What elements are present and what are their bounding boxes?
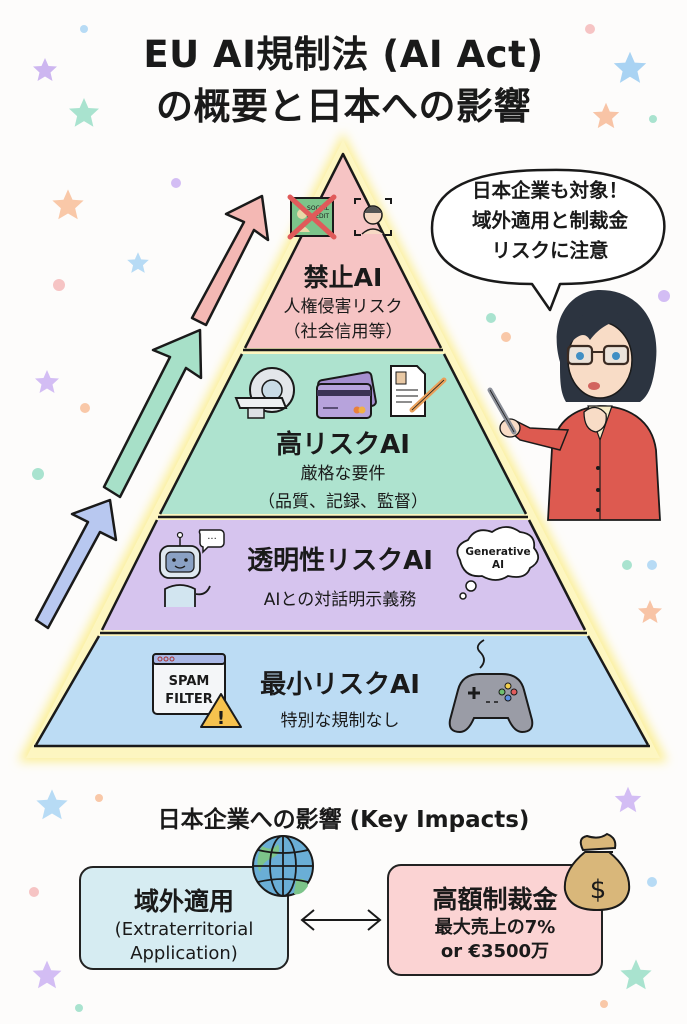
spam-filter-window-icon: SPAM FILTER: [152, 653, 226, 715]
tier-high-risk-subtitle-1: 厳格な要件: [300, 464, 386, 484]
tier-prohibited: [245, 154, 441, 348]
game-controller-icon: [448, 639, 534, 734]
face-recognition-icon: [354, 198, 392, 236]
svg-text:FILTER: FILTER: [165, 692, 213, 707]
svg-text:!: !: [217, 708, 225, 729]
page-title-line2: の概要と日本への影響: [156, 85, 531, 128]
escalation-arrow-red: [190, 194, 270, 327]
speech-bubble-line-2: 域外適用と制裁金: [471, 209, 628, 232]
medical-scanner-icon: [234, 367, 295, 419]
speech-bubble-line-3: リスクに注意: [491, 239, 609, 262]
svg-text:···: ···: [207, 534, 217, 545]
impact-box-extraterritorial-line-1: (Extraterritorial: [114, 919, 254, 940]
speech-bubble-text: 日本企業も対象！ 域外適用と制裁金 リスクに注意: [440, 176, 660, 266]
tier-minimal-subtitle: 特別な規制なし: [280, 711, 400, 731]
tier-high-risk-subtitle-2: （品質、記録、監督）: [258, 492, 428, 512]
speech-bubble: [430, 168, 666, 312]
impact-box-fines-line-2: or €3500万: [440, 941, 550, 962]
speech-bubble-line-1: 日本企業も対象！: [471, 179, 628, 202]
cloud-text-line1: Generative: [465, 546, 530, 558]
globe-icon: [252, 835, 314, 897]
impact-box-fines-line-1: 最大売上の7%: [434, 917, 556, 938]
credit-card-icon: [316, 371, 377, 419]
impact-box-extraterritorial-line-2: Application): [130, 943, 238, 964]
teacher-avatar: [487, 290, 661, 521]
dot-decorations: [29, 24, 670, 1012]
svg-text:CREDIT: CREDIT: [307, 213, 330, 220]
svg-text:$: $: [590, 875, 607, 905]
warning-icon: !: [200, 693, 242, 729]
impacts-section-title: 日本企業への影響 (Key Impacts): [157, 807, 530, 833]
escalation-arrow-green: [102, 328, 203, 499]
impact-box-extraterritorial-title: 域外適用: [133, 887, 234, 916]
tier-transparency-subtitle: AIとの対話明示義務: [263, 590, 417, 610]
resume-document-icon: [390, 365, 447, 417]
svg-text:SPAM: SPAM: [169, 674, 210, 689]
money-bag-icon: $: [563, 832, 631, 912]
chatbot-robot-icon: ···: [159, 529, 225, 607]
cloud-text-line2: AI: [492, 559, 504, 571]
social-credit-card-crossed-icon: SOCIAL CREDIT: [287, 194, 337, 240]
tier-minimal-title: 最小リスクAI: [260, 670, 420, 700]
page-title-line1: EU AI規制法 (AI Act): [143, 33, 544, 76]
impact-box-fines-title: 高額制裁金: [432, 885, 558, 914]
tier-prohibited-subtitle-1: 人権侵害リスク: [283, 297, 403, 317]
thought-cloud-icon: Generative AI: [456, 526, 540, 600]
double-arrow-connector: [300, 909, 382, 931]
tier-transparency-title: 透明性リスクAI: [247, 546, 433, 576]
escalation-arrow-blue: [34, 498, 118, 630]
impact-box-extraterritorial: 域外適用 (Extraterritorial Application): [79, 866, 289, 970]
tier-prohibited-subtitle-2: （社会信用等）: [283, 322, 403, 342]
tier-high-risk-title: 高リスクAI: [276, 430, 410, 460]
tier-prohibited-title: 禁止AI: [303, 263, 383, 292]
